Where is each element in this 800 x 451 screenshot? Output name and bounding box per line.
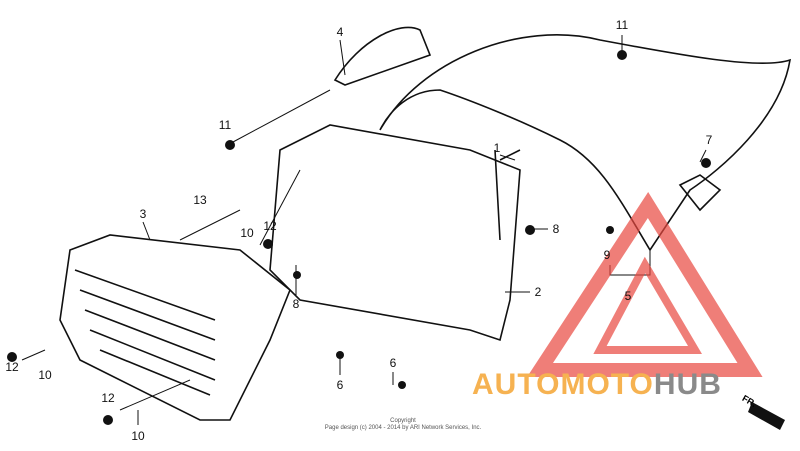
front-arrow-icon <box>748 402 785 430</box>
logo-triangle <box>527 191 763 377</box>
fastener-dots <box>7 50 711 425</box>
copyright-text: Page design (c) 2004 - 2014 by ARI Netwo… <box>324 425 482 431</box>
callout-4: 4 <box>336 25 344 39</box>
logo-text-hub: HUB <box>653 368 722 401</box>
headlight-cover <box>59 234 291 421</box>
front-fender <box>379 34 792 252</box>
callout-12: 12 <box>263 219 277 233</box>
watermark-logo: AUTOMOTOHUB <box>472 368 722 402</box>
callout-11: 11 <box>218 118 232 132</box>
callout-9: 9 <box>603 248 611 262</box>
logo-text-automoto: AUTOMOTO <box>472 368 654 401</box>
copyright-title: Copyright <box>390 418 416 424</box>
leader-lines <box>21 35 707 425</box>
callout-5: 5 <box>624 289 632 303</box>
callout-12: 12 <box>101 391 115 405</box>
callout-7: 7 <box>705 133 713 147</box>
callout-10: 10 <box>240 226 254 240</box>
callout-8: 8 <box>292 297 300 311</box>
copyright-notice: Copyright Page design (c) 2004 - 2014 by… <box>318 418 488 432</box>
callout-1: 1 <box>493 141 501 155</box>
callout-8: 8 <box>552 222 560 236</box>
mounting-bracket <box>678 174 722 212</box>
callout-11: 11 <box>615 18 629 32</box>
callout-6: 6 <box>336 378 344 392</box>
callout-12: 12 <box>5 360 19 374</box>
breather-tube <box>494 149 521 241</box>
fender-stay <box>333 26 432 86</box>
callout-10: 10 <box>38 368 52 382</box>
headlight-grille-slats <box>74 269 216 396</box>
callout-3: 3 <box>139 207 147 221</box>
headlight-case <box>269 124 521 342</box>
callout-2: 2 <box>534 285 542 299</box>
callout-6: 6 <box>389 356 397 370</box>
callout-13: 13 <box>193 193 207 207</box>
callout-10: 10 <box>131 429 145 443</box>
